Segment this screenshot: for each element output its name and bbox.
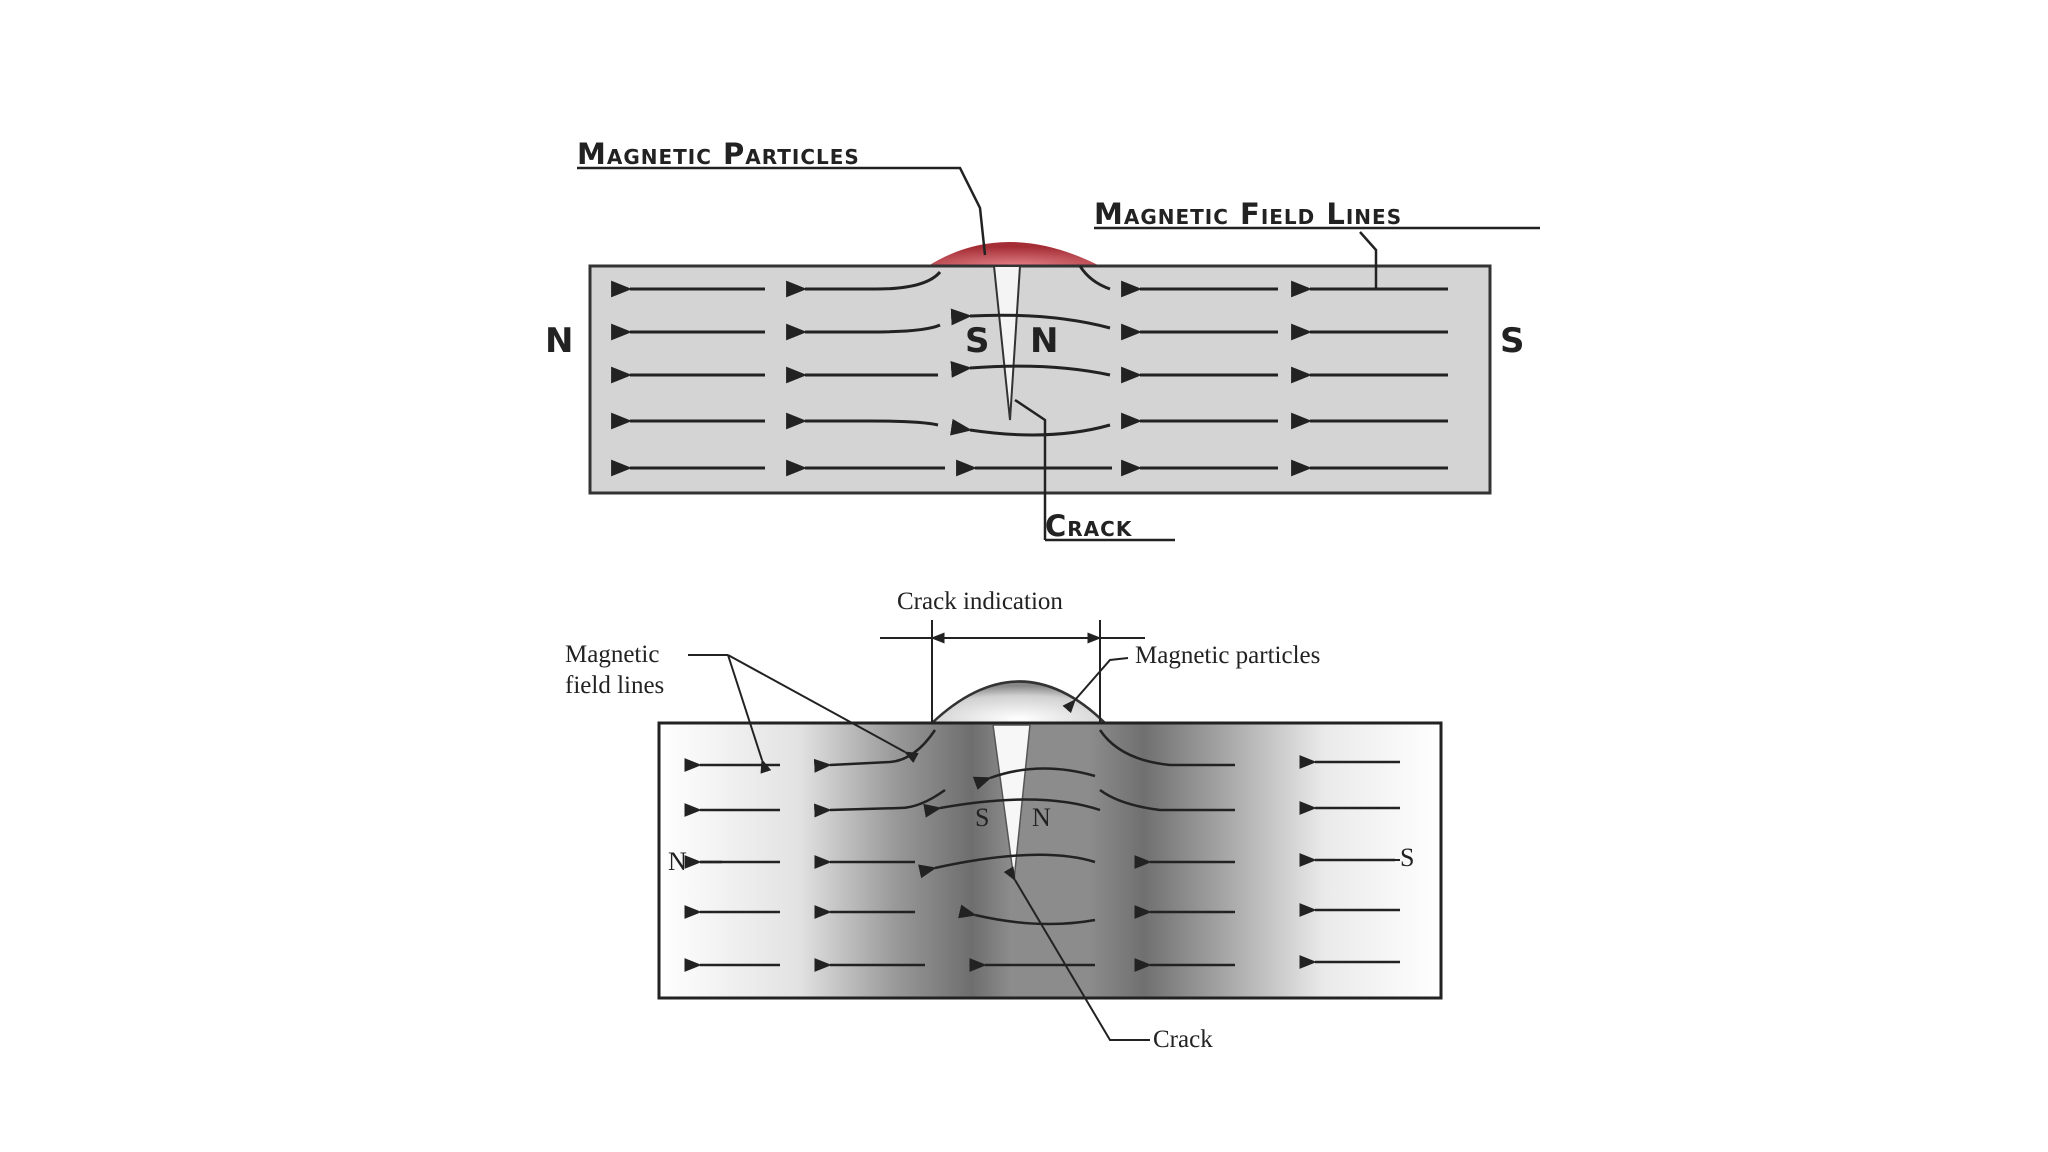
bottom-leader-lines — [688, 654, 1400, 1041]
top-leader-lines — [577, 166, 1540, 542]
top-pole-south: S — [1500, 321, 1526, 361]
bottom-diagram: Crack indication Magnetic field lines Ma… — [565, 588, 1443, 1053]
top-label-magnetic-particles: Magnetic Particles — [577, 137, 860, 171]
top-crack-pole-s: S — [965, 321, 991, 361]
bottom-magnetic-particles — [928, 680, 1109, 725]
bottom-label-magnetic-particles: Magnetic particles — [1135, 642, 1320, 669]
top-crack-pole-n: N — [1030, 321, 1059, 361]
top-magnetic-particles — [928, 242, 1100, 266]
bottom-label-crack-indication: Crack indication — [897, 588, 1063, 615]
top-diagram: Magnetic Particles Magnetic Field Lines … — [545, 137, 1540, 543]
top-label-magnetic-field-lines: Magnetic Field Lines — [1094, 197, 1402, 231]
top-crack — [992, 265, 1022, 421]
bottom-field-lines — [684, 729, 1400, 972]
bottom-label-field-lines-line2: field lines — [565, 672, 664, 699]
bottom-label-crack: Crack — [1153, 1026, 1213, 1053]
top-pole-north: N — [545, 321, 574, 361]
bottom-pole-south: S — [1400, 843, 1414, 872]
bottom-pole-north: N — [668, 847, 687, 876]
top-label-crack: Crack — [1045, 509, 1133, 543]
bottom-crack — [992, 724, 1031, 881]
top-field-lines — [611, 265, 1448, 477]
bottom-label-field-lines-line1: Magnetic — [565, 641, 659, 668]
bottom-crack-pole-s: S — [975, 803, 989, 832]
bottom-crack-pole-n: N — [1032, 803, 1051, 832]
top-specimen-bar — [588, 264, 1492, 495]
